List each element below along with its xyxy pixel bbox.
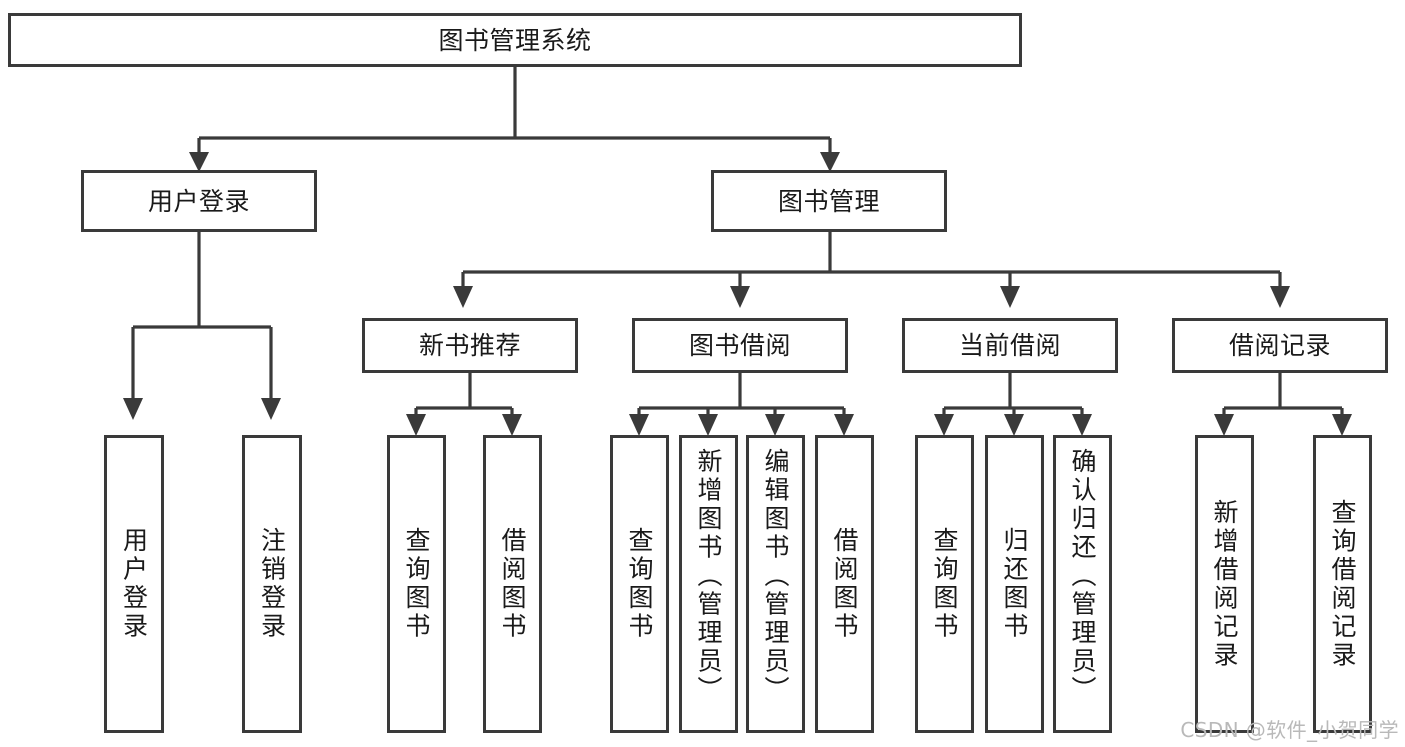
- node-user-login-label: 用户登录: [147, 186, 250, 216]
- node-leaf-borrow-book-1[interactable]: 借阅图书: [483, 435, 542, 733]
- arrowhead-leaf-user-login: [123, 398, 143, 420]
- node-leaf-add-record[interactable]: 新增借阅记录: [1195, 435, 1254, 733]
- node-leaf-borrow-book-2-label: 借阅图书: [830, 527, 859, 641]
- node-leaf-query-book-3-label: 查询图书: [930, 527, 959, 641]
- arrowhead-book-borrow: [730, 286, 750, 308]
- node-leaf-borrow-book-2[interactable]: 借阅图书: [815, 435, 874, 733]
- node-leaf-return-book[interactable]: 归还图书: [985, 435, 1044, 733]
- node-book-borrow[interactable]: 图书借阅: [632, 318, 848, 373]
- node-book-borrow-label: 图书借阅: [688, 331, 791, 360]
- node-new-book-recommend-label: 新书推荐: [418, 331, 521, 360]
- node-leaf-add-record-label: 新增借阅记录: [1210, 498, 1239, 670]
- node-leaf-user-logout[interactable]: 注销登录: [242, 435, 302, 733]
- arrowhead-new-book-recommend: [453, 286, 473, 308]
- node-leaf-edit-book[interactable]: 编辑图书（管理员）: [746, 435, 805, 733]
- node-borrow-record[interactable]: 借阅记录: [1172, 318, 1388, 373]
- arrowhead-leaf-borrow-book-1: [502, 414, 522, 436]
- node-book-manage[interactable]: 图书管理: [711, 170, 947, 232]
- node-leaf-borrow-book-1-label: 借阅图书: [498, 527, 527, 641]
- node-current-borrow-label: 当前借阅: [958, 331, 1061, 360]
- node-leaf-user-login[interactable]: 用户登录: [104, 435, 164, 733]
- node-root-label: 图书管理系统: [438, 25, 592, 55]
- node-user-login[interactable]: 用户登录: [81, 170, 317, 232]
- arrowhead-leaf-user-logout: [261, 398, 281, 420]
- node-borrow-record-label: 借阅记录: [1228, 331, 1331, 360]
- node-book-manage-label: 图书管理: [777, 186, 880, 216]
- arrowhead-leaf-borrow-book-2: [834, 414, 854, 436]
- node-leaf-query-book-3[interactable]: 查询图书: [915, 435, 974, 733]
- arrowhead-borrow-record: [1270, 286, 1290, 308]
- arrowhead-leaf-query-book-1: [406, 414, 426, 436]
- node-leaf-add-book[interactable]: 新增图书（管理员）: [679, 435, 738, 733]
- arrowhead-leaf-query-record: [1332, 414, 1352, 436]
- node-leaf-query-record-label: 查询借阅记录: [1328, 498, 1357, 670]
- node-leaf-add-book-label: 新增图书（管理员）: [694, 448, 723, 705]
- csdn-watermark: CSDN @软件_小贺同学: [1180, 718, 1399, 742]
- arrowhead-leaf-query-book-3: [934, 414, 954, 436]
- node-leaf-query-book-2-label: 查询图书: [625, 527, 654, 641]
- node-leaf-confirm-return-label: 确认归还（管理员）: [1068, 448, 1097, 705]
- node-leaf-confirm-return[interactable]: 确认归还（管理员）: [1053, 435, 1112, 733]
- node-root[interactable]: 图书管理系统: [8, 13, 1022, 67]
- node-leaf-query-book-1-label: 查询图书: [402, 527, 431, 641]
- node-leaf-query-book-2[interactable]: 查询图书: [610, 435, 669, 733]
- arrowhead-user-login: [189, 152, 209, 172]
- arrowhead-book-manage: [820, 152, 840, 172]
- node-leaf-user-login-label: 用户登录: [119, 527, 149, 641]
- node-leaf-user-logout-label: 注销登录: [257, 527, 287, 641]
- node-new-book-recommend[interactable]: 新书推荐: [362, 318, 578, 373]
- arrowhead-leaf-add-record: [1214, 414, 1234, 436]
- arrowhead-leaf-edit-book: [765, 414, 785, 436]
- arrowhead-leaf-query-book-2: [629, 414, 649, 436]
- arrowhead-current-borrow: [1000, 286, 1020, 308]
- node-leaf-return-book-label: 归还图书: [1000, 527, 1029, 641]
- arrowhead-leaf-return-book: [1004, 414, 1024, 436]
- arrowhead-leaf-add-book: [698, 414, 718, 436]
- node-leaf-query-book-1[interactable]: 查询图书: [387, 435, 446, 733]
- node-leaf-query-record[interactable]: 查询借阅记录: [1313, 435, 1372, 733]
- node-leaf-edit-book-label: 编辑图书（管理员）: [761, 448, 790, 705]
- node-current-borrow[interactable]: 当前借阅: [902, 318, 1118, 373]
- arrowhead-leaf-confirm-return: [1072, 414, 1092, 436]
